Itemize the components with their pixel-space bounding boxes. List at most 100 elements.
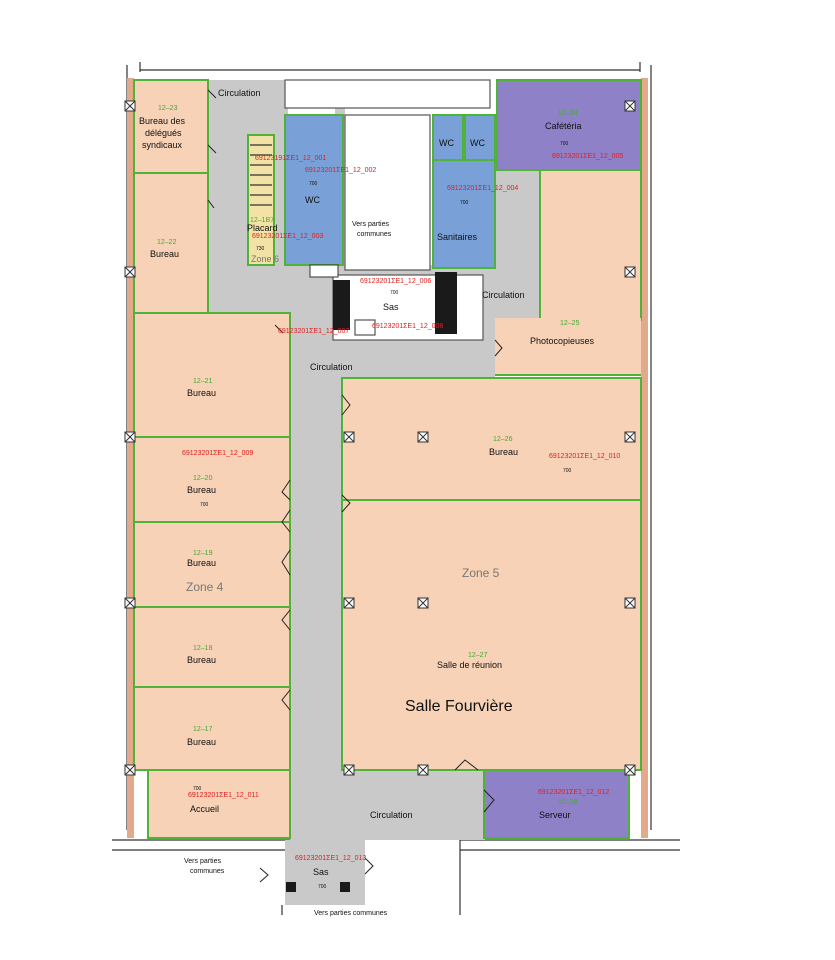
room-serveur[interactable]: [483, 769, 630, 839]
accueil-name: Accueil: [190, 804, 219, 814]
shaft-white-panel: [309, 264, 339, 278]
code-11: 69123201ΣE1_12_011: [188, 792, 259, 799]
cafeteria-number: 12–24: [558, 110, 578, 117]
room-12-27-name: Salle de réunion: [437, 660, 502, 670]
sanitaires-small: 700: [460, 200, 469, 206]
placard-number: 12–1B7: [250, 217, 274, 224]
code-10: 69123201ΣE1_12_010: [549, 453, 620, 460]
room-12-18-name: Bureau: [187, 655, 216, 665]
vers-centre-line2: communes: [357, 231, 392, 238]
room-12-17-number: 12–17: [193, 726, 213, 733]
code-2: 69123201ΣE1_12_002: [305, 167, 376, 174]
photocop-number: 12–25: [560, 320, 580, 327]
room-12-25-extension: [495, 318, 641, 375]
left-wall-strip: [127, 78, 134, 838]
sas-bottom-small: 700: [318, 884, 327, 890]
placard-small: 730: [256, 246, 265, 252]
sas-top-small: 700: [390, 290, 399, 296]
zone-5-label: Zone 5: [462, 566, 500, 580]
photocop-name: Photocopieuses: [530, 336, 595, 346]
vers-left-line2: communes: [190, 868, 225, 875]
room-12-23-name-2: délégués: [145, 128, 182, 138]
room-sanitaires[interactable]: [432, 159, 496, 269]
room-wc-a[interactable]: [432, 114, 464, 161]
wc-left-name: WC: [305, 195, 320, 205]
room-12-19-number: 12–19: [193, 550, 213, 557]
room-12-27[interactable]: [341, 499, 642, 771]
code-3: 69123201ΣE1_12_003: [252, 233, 323, 240]
room-12-18-number: 12–18: [193, 645, 213, 652]
room-accueil[interactable]: [147, 769, 291, 839]
label-circulation-mid: Circulation: [310, 362, 353, 372]
code-9: 69123201ΣE1_12_009: [182, 450, 253, 457]
right-wall-strip: [641, 78, 648, 838]
top-shaft: [284, 79, 491, 109]
serveur-name: Serveur: [539, 810, 571, 820]
wc-left-small: 700: [309, 181, 318, 187]
sas-top-name: Sas: [383, 302, 399, 312]
code-8: 69123201ΣE1_12_008: [372, 323, 443, 330]
accueil-small: 700: [193, 786, 202, 792]
salle-fourviere-title: Salle Fourvière: [405, 698, 513, 715]
code-4: 69123201ΣE1_12_004: [447, 185, 518, 192]
room-12-21-name: Bureau: [187, 388, 216, 398]
room-12-23[interactable]: [133, 79, 209, 174]
window-markers: [124, 100, 636, 776]
room-12-23-name: Bureau des: [139, 116, 186, 126]
placard-name: Placard: [247, 223, 278, 233]
stair-lines: [250, 144, 272, 206]
room-12-19[interactable]: [133, 521, 291, 608]
room-12-27-number: 12–27: [468, 652, 488, 659]
room-12-22-name: Bureau: [150, 249, 179, 259]
room-12-23-number: 12–23: [158, 105, 178, 112]
room-12-20[interactable]: [133, 436, 291, 523]
room-12-18[interactable]: [133, 606, 291, 688]
code-7: 69123201ΣE1_12_007: [278, 328, 349, 335]
room-12-26-small: 700: [563, 468, 572, 474]
room-12-26-name: Bureau: [489, 447, 518, 457]
code-13: 69123201ΣE1_12_013: [295, 855, 366, 862]
room-12-21-number: 12–21: [193, 378, 213, 385]
zone-6-label: Zone 6: [251, 254, 279, 264]
room-12-22[interactable]: [133, 172, 209, 314]
wc-b-name: WC: [470, 138, 485, 148]
code-6: 69123201ΣE1_12_006: [360, 278, 431, 285]
room-placard[interactable]: [247, 134, 275, 266]
label-circulation-right: Circulation: [482, 290, 525, 300]
stair-mark-left: [286, 882, 296, 892]
room-12-21[interactable]: [133, 312, 291, 438]
cafeteria-name: Cafétéria: [545, 121, 582, 131]
label-circulation-bottom: Circulation: [370, 810, 413, 820]
vers-bottom: Vers parties communes: [314, 910, 388, 917]
room-12-25[interactable]: [539, 169, 642, 321]
serveur-number: 12–28: [558, 799, 578, 806]
zone-4-label: Zone 4: [186, 580, 224, 594]
doors: [207, 89, 503, 883]
room-12-26-number: 12–26: [493, 436, 513, 443]
cafeteria-small: 700: [560, 141, 569, 147]
vers-left-line1: Vers parties: [184, 858, 221, 865]
room-12-19-name: Bureau: [187, 558, 216, 568]
room-12-20-number: 12–20: [193, 475, 213, 482]
room-wc-left[interactable]: [284, 114, 344, 266]
code-5: 69123201ΣE1_12_005: [552, 153, 623, 160]
stair-right-block: [435, 272, 457, 334]
room-12-22-number: 12–22: [157, 239, 177, 246]
room-vers-parties-centre: [344, 114, 431, 271]
stair-mark-right: [340, 882, 350, 892]
room-12-17-name: Bureau: [187, 737, 216, 747]
room-cafeteria[interactable]: [496, 79, 642, 171]
room-12-20-small: 700: [200, 502, 209, 508]
code-1: 69123191ΣE1_12_001: [255, 155, 326, 162]
room-12-26[interactable]: [341, 377, 642, 501]
sas-bottom-name: Sas: [313, 867, 329, 877]
room-12-17[interactable]: [133, 686, 291, 771]
label-circulation-top: Circulation: [218, 88, 261, 98]
room-12-23-name-3: syndicaux: [142, 140, 183, 150]
room-12-20-name: Bureau: [187, 485, 216, 495]
vers-centre-line1: Vers parties: [352, 221, 389, 228]
sas-inner-box: [354, 319, 376, 336]
sanitaires-name: Sanitaires: [437, 232, 478, 242]
wc-a-name: WC: [439, 138, 454, 148]
